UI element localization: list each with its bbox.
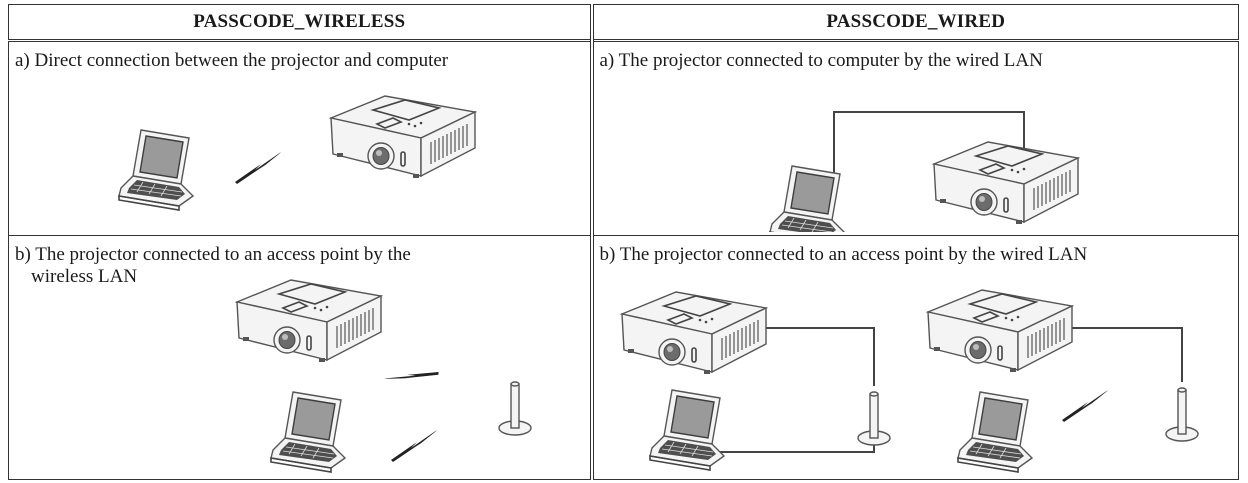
laptop-icon [648,389,725,471]
laptop-icon [768,165,845,233]
lan-cable-icon [1063,326,1183,382]
header-passcode-wireless: PASSCODE_WIRELESS [8,3,594,43]
laptop-icon [270,391,346,473]
lan-cable-icon [735,326,875,386]
projector-icon [620,291,767,375]
cell-wired-access-point: b) The projector connected to an access … [591,234,1239,481]
wireless-signal-icon [391,429,437,462]
lan-cable-icon [832,111,1025,175]
access-point-icon [498,381,532,436]
diagram-wired-access-point [620,289,1199,473]
projector-icon [926,289,1073,373]
caption-line-2: wireless LAN [31,265,138,287]
wireless-signal-icon [1061,389,1108,422]
cell-wired-direct: a) The projector connected to computer b… [591,40,1239,236]
projector-icon [330,95,476,180]
diagram-wireless-access-point [236,279,532,473]
caption-wired-direct: a) The projector connected to computer b… [599,50,1043,72]
header-passcode-wired: PASSCODE_WIRED [591,3,1239,43]
laptop-icon [118,129,194,212]
laptop-icon [956,391,1033,473]
projector-icon [932,141,1079,226]
caption-wireless-direct: a) Direct connection between the project… [15,50,449,72]
wireless-signal-icon [384,348,440,403]
caption-wireless-access-point: b) The projector connected to an access … [15,244,411,288]
caption-wired-access-point: b) The projector connected to an access … [599,243,1088,265]
passcode-table: PASSCODE_WIRELESS PASSCODE_WIRED a) Dire… [8,3,1239,481]
diagram-wired-direct [768,111,1079,233]
diagram-wireless-direct [118,95,476,212]
wireless-signal-icon [235,152,281,185]
caption-line-1: b) The projector connected to an access … [15,243,411,265]
cell-wireless-access-point: b) The projector connected to an access … [8,234,594,481]
access-point-icon [1164,387,1199,442]
projector-icon [236,279,382,363]
access-point-icon [856,391,891,446]
cell-wireless-direct: a) Direct connection between the project… [8,40,594,236]
